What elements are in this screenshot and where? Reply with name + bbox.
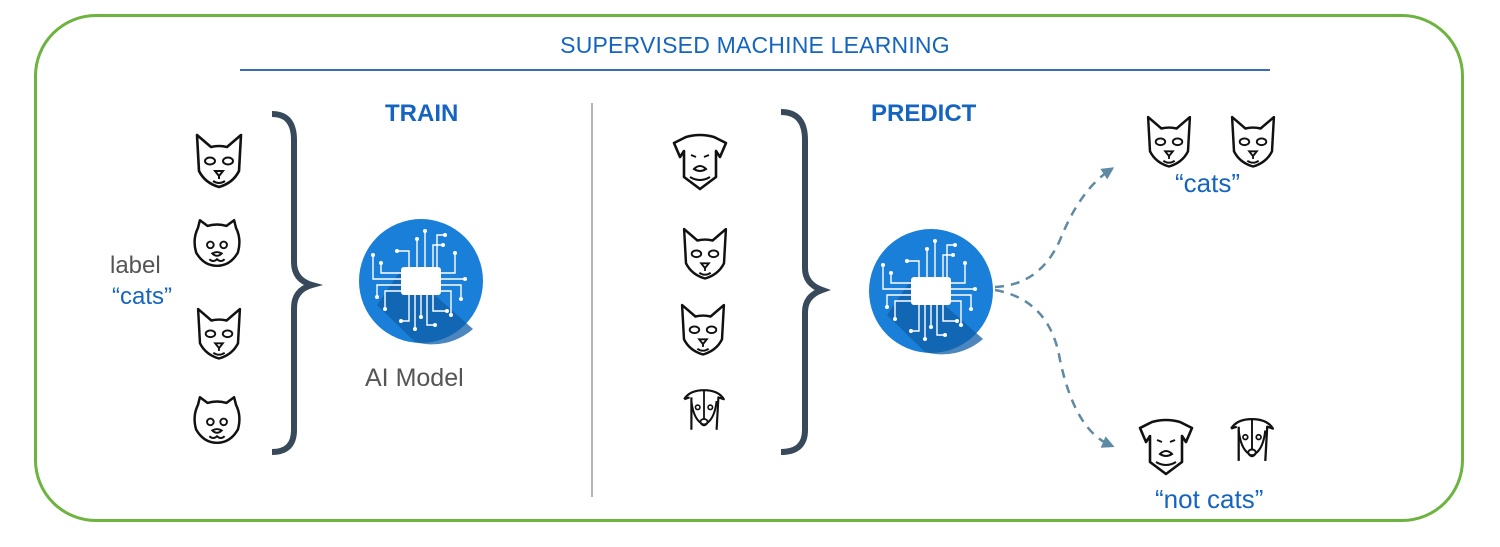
persian-cat-icon bbox=[193, 218, 241, 268]
train-bracket bbox=[271, 111, 324, 455]
output-not-cats-label: “not cats” bbox=[1155, 484, 1264, 514]
predict-heading: PREDICT bbox=[871, 100, 977, 127]
label-word: label bbox=[110, 252, 161, 279]
predict-bracket bbox=[780, 109, 832, 455]
title-underline bbox=[240, 69, 1270, 71]
terrier-dog-icon bbox=[672, 133, 728, 191]
terrier-dog-icon bbox=[1138, 418, 1194, 476]
ai-model-label: AI Model bbox=[365, 364, 464, 392]
train-heading: TRAIN bbox=[385, 100, 459, 127]
sphynx-cat-icon bbox=[682, 227, 728, 280]
diagram-title: SUPERVISED MACHINE LEARNING bbox=[560, 32, 950, 58]
section-divider bbox=[591, 103, 593, 497]
sphynx-cat-icon bbox=[196, 307, 242, 360]
diagram-frame bbox=[34, 14, 1464, 522]
ai-chip-icon bbox=[358, 218, 484, 346]
hound-dog-icon bbox=[1229, 417, 1275, 463]
sphynx-cat-icon bbox=[1146, 115, 1192, 168]
shorthair-cat-icon bbox=[193, 395, 241, 445]
output-cats-label: “cats” bbox=[1175, 168, 1240, 198]
ai-chip-icon bbox=[868, 228, 994, 356]
arrow-to-cats bbox=[994, 167, 1115, 289]
siamese-cat-icon bbox=[680, 303, 726, 356]
label-cats-value: “cats” bbox=[112, 283, 172, 310]
hound-dog-icon bbox=[683, 389, 725, 431]
tabby-cat-icon bbox=[195, 133, 243, 189]
siamese-cat-icon bbox=[1230, 115, 1276, 168]
arrow-to-not-cats bbox=[994, 288, 1115, 448]
